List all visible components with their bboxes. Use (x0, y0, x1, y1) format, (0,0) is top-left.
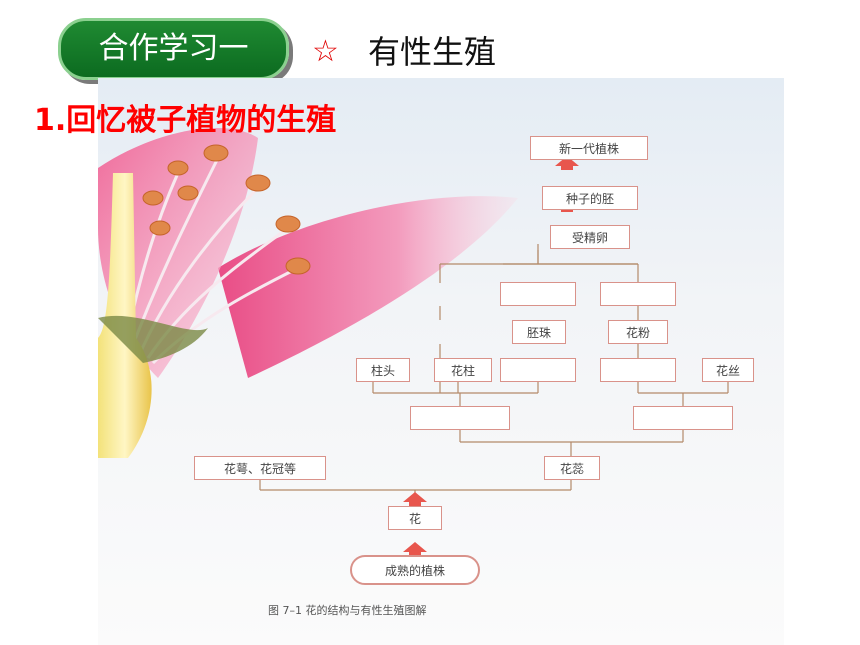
node-blank-right-lower (633, 406, 733, 430)
node-ovule: 胚珠 (512, 320, 566, 344)
section-title: 有性生殖 (368, 33, 497, 71)
node-embryo: 种子的胚 (542, 186, 638, 210)
node-mature-plant: 成熟的植株 (350, 555, 480, 585)
node-style: 花柱 (434, 358, 492, 382)
star-icon: ☆ (312, 34, 339, 69)
node-blank-right-upper (600, 282, 676, 306)
section-badge: 合作学习一 (58, 18, 289, 80)
node-sepal-petal: 花萼、花冠等 (194, 456, 326, 480)
node-fertilized-egg: 受精卵 (550, 225, 630, 249)
node-blank-right-mid (600, 358, 676, 382)
node-blank-left-mid (500, 358, 576, 382)
node-filament: 花丝 (702, 358, 754, 382)
node-stamen: 花蕊 (544, 456, 600, 480)
node-pollen: 花粉 (608, 320, 668, 344)
diagram-figure: 新一代植株 种子的胚 受精卵 胚珠 花粉 柱头 花柱 花丝 花萼、花冠等 花蕊 … (98, 78, 784, 645)
node-blank-left-upper (500, 282, 576, 306)
node-blank-left-lower (410, 406, 510, 430)
node-new-generation: 新一代植株 (530, 136, 648, 160)
node-flower: 花 (388, 506, 442, 530)
figure-caption: 图 7–1 花的结构与有性生殖图解 (268, 604, 427, 617)
subtitle: 1.回忆被子植物的生殖 (34, 103, 337, 138)
flower-illustration (98, 128, 729, 556)
node-stigma: 柱头 (356, 358, 410, 382)
